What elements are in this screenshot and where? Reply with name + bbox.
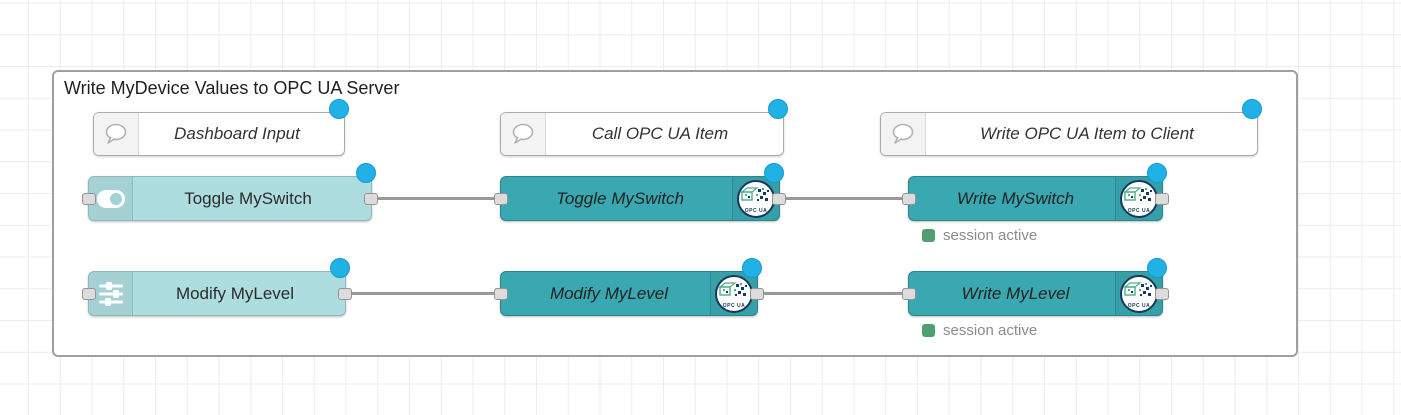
- node-opcua-modify-mylevel[interactable]: OPC UA Modify MyLevel: [494, 258, 764, 316]
- node-opcua-toggle-myswitch[interactable]: OPC UA Toggle MySwitch: [494, 163, 786, 221]
- opcua-logo-icon: OPC UA: [732, 177, 779, 220]
- changed-dot-badge: [1147, 258, 1167, 278]
- output-port[interactable]: [772, 192, 786, 205]
- status-text: session active: [943, 322, 1038, 339]
- status-square: [922, 229, 935, 242]
- input-port[interactable]: [902, 287, 916, 300]
- speech-bubble-icon: [94, 113, 139, 155]
- changed-dot-badge: [768, 99, 788, 119]
- changed-dot-badge: [1242, 99, 1262, 119]
- comment-node-call-opcua-item[interactable]: Call OPC UA Item: [500, 99, 788, 156]
- node-label: Toggle MySwitch: [556, 188, 684, 208]
- comment-label: Call OPC UA Item: [591, 124, 729, 143]
- output-port[interactable]: [1155, 287, 1169, 300]
- opcua-logo-text: OPC UA: [744, 207, 768, 214]
- node-status-write-myswitch: session active: [922, 227, 1037, 244]
- input-port[interactable]: [82, 287, 96, 300]
- node-status-write-mylevel: session active: [922, 322, 1037, 339]
- changed-dot-badge: [356, 163, 376, 183]
- changed-dot-badge: [330, 258, 350, 278]
- node-dashboard-toggle-myswitch[interactable]: Toggle MySwitch: [82, 163, 378, 221]
- comment-node-write-opcua-item-to-client[interactable]: Write OPC UA Item to Client: [880, 99, 1262, 156]
- changed-dot-badge: [329, 99, 349, 119]
- node-label: Write MyLevel: [961, 283, 1070, 303]
- node-label: Modify MyLevel: [549, 283, 669, 303]
- node-opcua-write-mylevel[interactable]: OPC UA Write MyLevel: [902, 258, 1169, 316]
- comment-label: Dashboard Input: [174, 124, 300, 143]
- output-port[interactable]: [750, 287, 764, 300]
- speech-bubble-icon: [881, 113, 926, 155]
- input-port[interactable]: [902, 192, 916, 205]
- opcua-logo-text: OPC UA: [722, 302, 746, 309]
- toggle-on-icon: [89, 177, 133, 220]
- node-label: Toggle MySwitch: [184, 188, 312, 208]
- comment-node-dashboard-input[interactable]: Dashboard Input: [93, 99, 349, 156]
- opcua-logo-icon: OPC UA: [1115, 272, 1162, 315]
- opcua-logo-text: OPC UA: [1127, 207, 1151, 214]
- input-port[interactable]: [494, 287, 508, 300]
- sliders-icon: [89, 272, 133, 315]
- node-label: Write MySwitch: [956, 188, 1075, 208]
- node-dashboard-modify-mylevel[interactable]: Modify MyLevel: [82, 258, 352, 316]
- opcua-logo-text: OPC UA: [1127, 302, 1151, 309]
- changed-dot-badge: [764, 163, 784, 183]
- status-text: session active: [943, 227, 1038, 244]
- changed-dot-badge: [742, 258, 762, 278]
- output-port[interactable]: [338, 287, 352, 300]
- speech-bubble-icon: [501, 113, 546, 155]
- output-port[interactable]: [1155, 192, 1169, 205]
- group-label: Write MyDevice Values to OPC UA Server: [64, 78, 400, 98]
- node-label: Modify MyLevel: [175, 283, 295, 303]
- node-opcua-write-myswitch[interactable]: OPC UA Write MySwitch: [902, 163, 1169, 221]
- output-port[interactable]: [364, 192, 378, 205]
- comment-label: Write OPC UA Item to Client: [980, 124, 1194, 143]
- input-port[interactable]: [82, 192, 96, 205]
- status-square: [922, 324, 935, 337]
- changed-dot-badge: [1147, 163, 1167, 183]
- input-port[interactable]: [494, 192, 508, 205]
